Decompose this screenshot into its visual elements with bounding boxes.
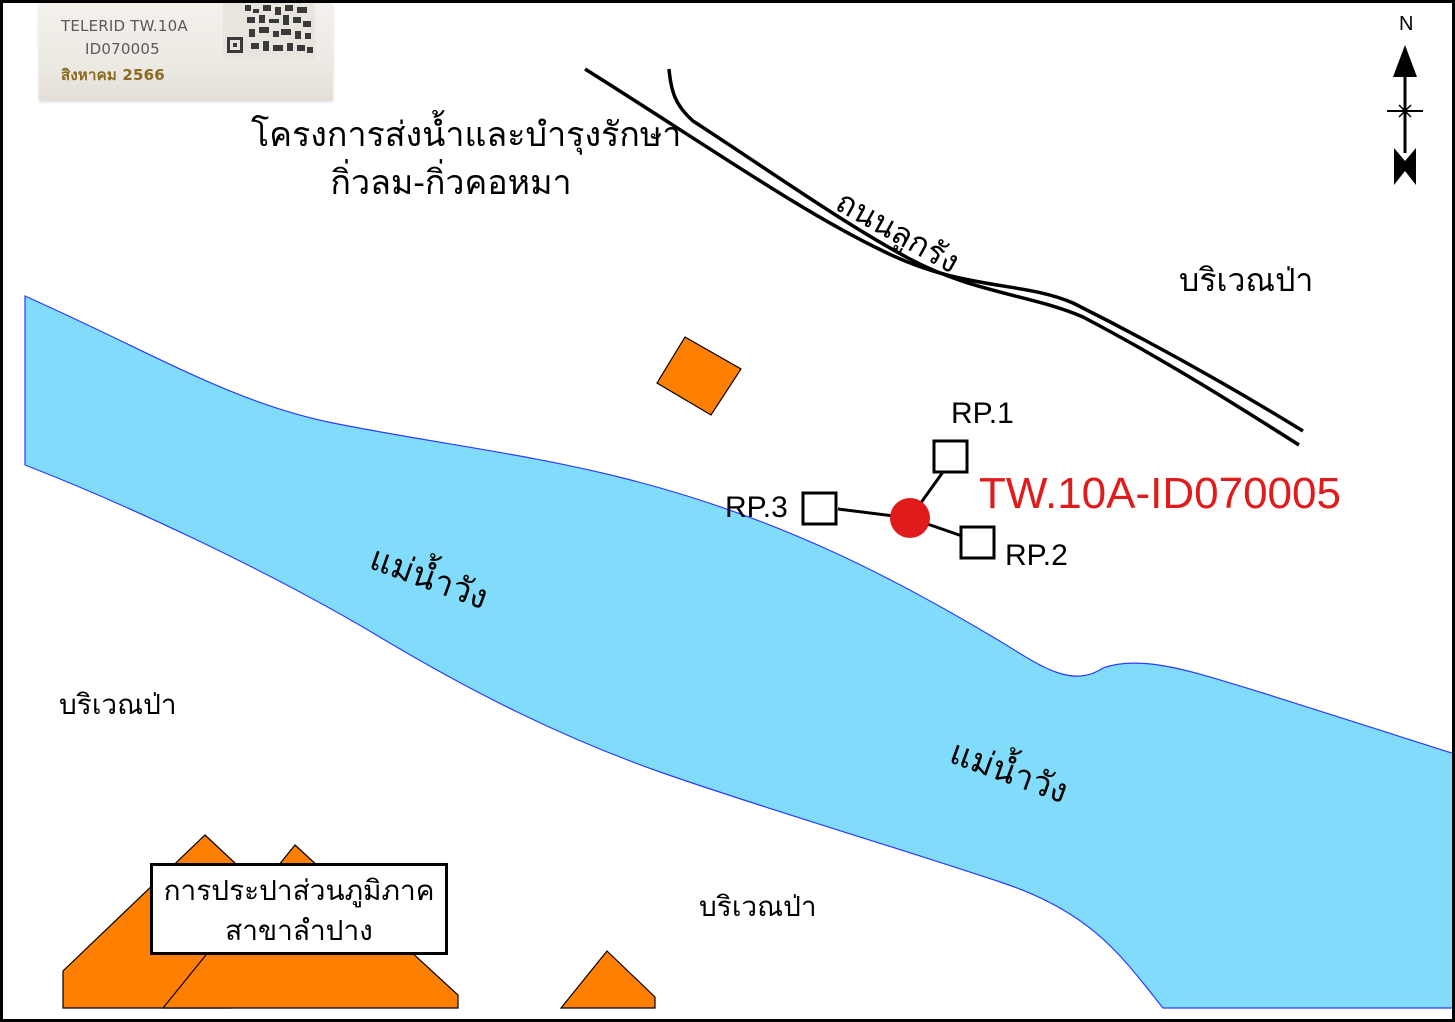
photo-text-line2: ID070005 [85, 40, 160, 58]
qr-code-icon [223, 3, 315, 59]
building [656, 336, 742, 416]
project-title-line2: กิ่วลม-กิ่วคอหมา [330, 163, 572, 203]
project-title-line1: โครงการส่งน้ำและบำรุงรักษา [251, 115, 682, 155]
rp1-marker [932, 439, 969, 474]
telemetry-label-photo: TELERID TW.10A ID070005 สิงหาคม 2566 [39, 3, 333, 100]
rp3-label: RP.3 [725, 491, 788, 524]
forest-label-northeast: บริเวณป่า [1179, 261, 1314, 299]
laterite-road [584, 67, 1304, 447]
river [24, 295, 1452, 1009]
building [559, 950, 656, 1009]
reference-point-boxes [801, 439, 996, 560]
project-title: โครงการส่งน้ำและบำรุงรักษา กิ่วลม-กิ่วคอ… [251, 111, 682, 207]
well-id-label: TW.10A-ID070005 [979, 469, 1341, 518]
rp2-marker [959, 525, 996, 560]
photo-text-line3: สิงหาคม 2566 [61, 66, 165, 84]
forest-label-west: บริเวณป่า [59, 688, 177, 721]
pwa-line2: สาขาลำปาง [225, 914, 373, 947]
north-label: N [1399, 13, 1414, 35]
well-marker [890, 498, 930, 538]
rp1-label: RP.1 [951, 397, 1014, 430]
rp2-label: RP.2 [1005, 539, 1068, 572]
pwa-branch-label-box: การประปาส่วนภูมิภาค สาขาลำปาง [150, 863, 448, 955]
forest-label-south: บริเวณป่า [699, 890, 817, 923]
north-arrow-icon [1387, 45, 1423, 185]
rp3-marker [801, 491, 838, 526]
pwa-line1: การประปาส่วนภูมิภาค [163, 874, 435, 907]
photo-text-line1: TELERID TW.10A [61, 17, 188, 35]
